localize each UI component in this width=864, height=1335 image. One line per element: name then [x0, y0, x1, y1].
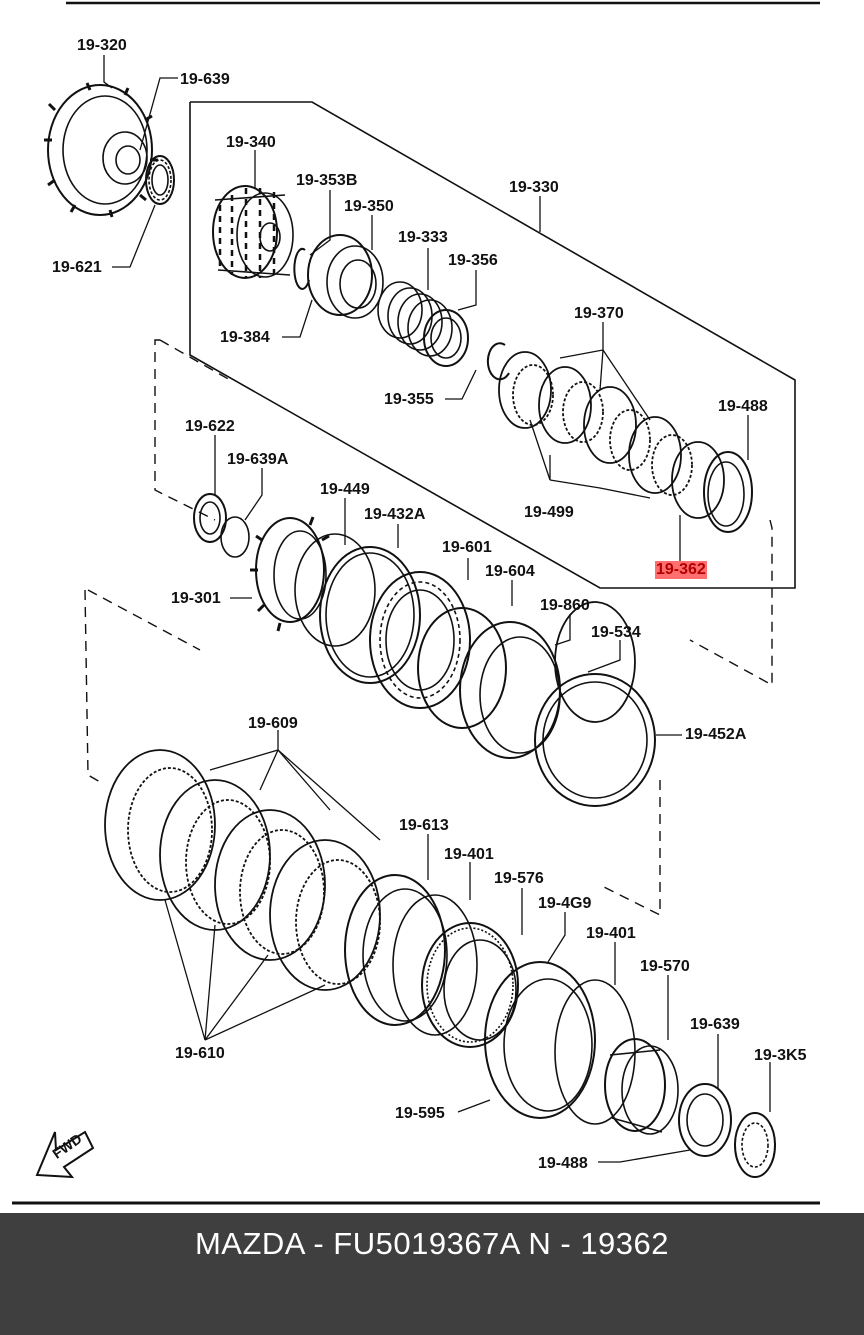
parts-diagram: 19-320 19-639 19-621 19-340 19-353B 19-3…: [12, 1, 820, 1205]
label-19-639-bottom: 19-639: [690, 1016, 740, 1033]
label-19-576: 19-576: [494, 870, 544, 887]
label-19-639A: 19-639A: [227, 451, 289, 468]
label-19-499: 19-499: [524, 504, 574, 521]
drum-19-340: [212, 185, 294, 279]
label-19-488-bottom: 19-488: [538, 1155, 588, 1172]
label-19-384: 19-384: [220, 329, 270, 346]
part-number-caption: MAZDA - FU5019367A N - 19362: [194, 1226, 670, 1261]
label-19-621: 19-621: [52, 259, 102, 276]
label-19-370: 19-370: [574, 305, 624, 322]
label-19-601: 19-601: [442, 539, 492, 556]
bearing-19-621: [145, 155, 175, 205]
caption-bar: [0, 1213, 864, 1335]
label-19-356: 19-356: [448, 252, 498, 269]
gear-19-320: [44, 82, 158, 218]
label-19-609: 19-609: [248, 715, 298, 732]
exploded-view-drawing: [12, 1, 820, 1205]
clutch-plates-19-370: [498, 351, 725, 519]
label-19-570: 19-570: [640, 958, 690, 975]
label-19-432A: 19-432A: [364, 506, 426, 523]
label-19-401-a: 19-401: [444, 846, 494, 863]
hub-19-301: [250, 516, 330, 632]
piston-19-350: [307, 234, 384, 319]
label-19-362-highlighted: 19-362: [655, 561, 707, 579]
label-19-534: 19-534: [591, 624, 641, 641]
label-19-610: 19-610: [175, 1045, 225, 1062]
label-19-340: 19-340: [226, 134, 276, 151]
label-19-595: 19-595: [395, 1105, 445, 1122]
hub-19-570: [604, 1038, 679, 1135]
label-19-353B: 19-353B: [296, 172, 358, 189]
label-19-4G9: 19-4G9: [538, 895, 592, 912]
label-19-301: 19-301: [171, 590, 221, 607]
label-19-333: 19-333: [398, 229, 448, 246]
label-19-488-top: 19-488: [718, 398, 768, 415]
label-19-452A: 19-452A: [685, 726, 747, 743]
label-19-613: 19-613: [399, 817, 449, 834]
label-19-3K5: 19-3K5: [754, 1047, 807, 1064]
label-19-604: 19-604: [485, 563, 535, 580]
label-19-350: 19-350: [344, 198, 394, 215]
label-19-449: 19-449: [320, 481, 370, 498]
label-19-401-b: 19-401: [586, 925, 636, 942]
label-19-330: 19-330: [509, 179, 559, 196]
label-19-860: 19-860: [540, 597, 590, 614]
label-19-355: 19-355: [384, 391, 434, 408]
gear-19-576: [421, 922, 519, 1048]
label-19-320: 19-320: [77, 37, 127, 54]
label-19-639-top: 19-639: [180, 71, 230, 88]
fwd-arrow-icon: [35, 1130, 95, 1179]
plates-19-609: [104, 749, 381, 991]
label-19-622: 19-622: [185, 418, 235, 435]
